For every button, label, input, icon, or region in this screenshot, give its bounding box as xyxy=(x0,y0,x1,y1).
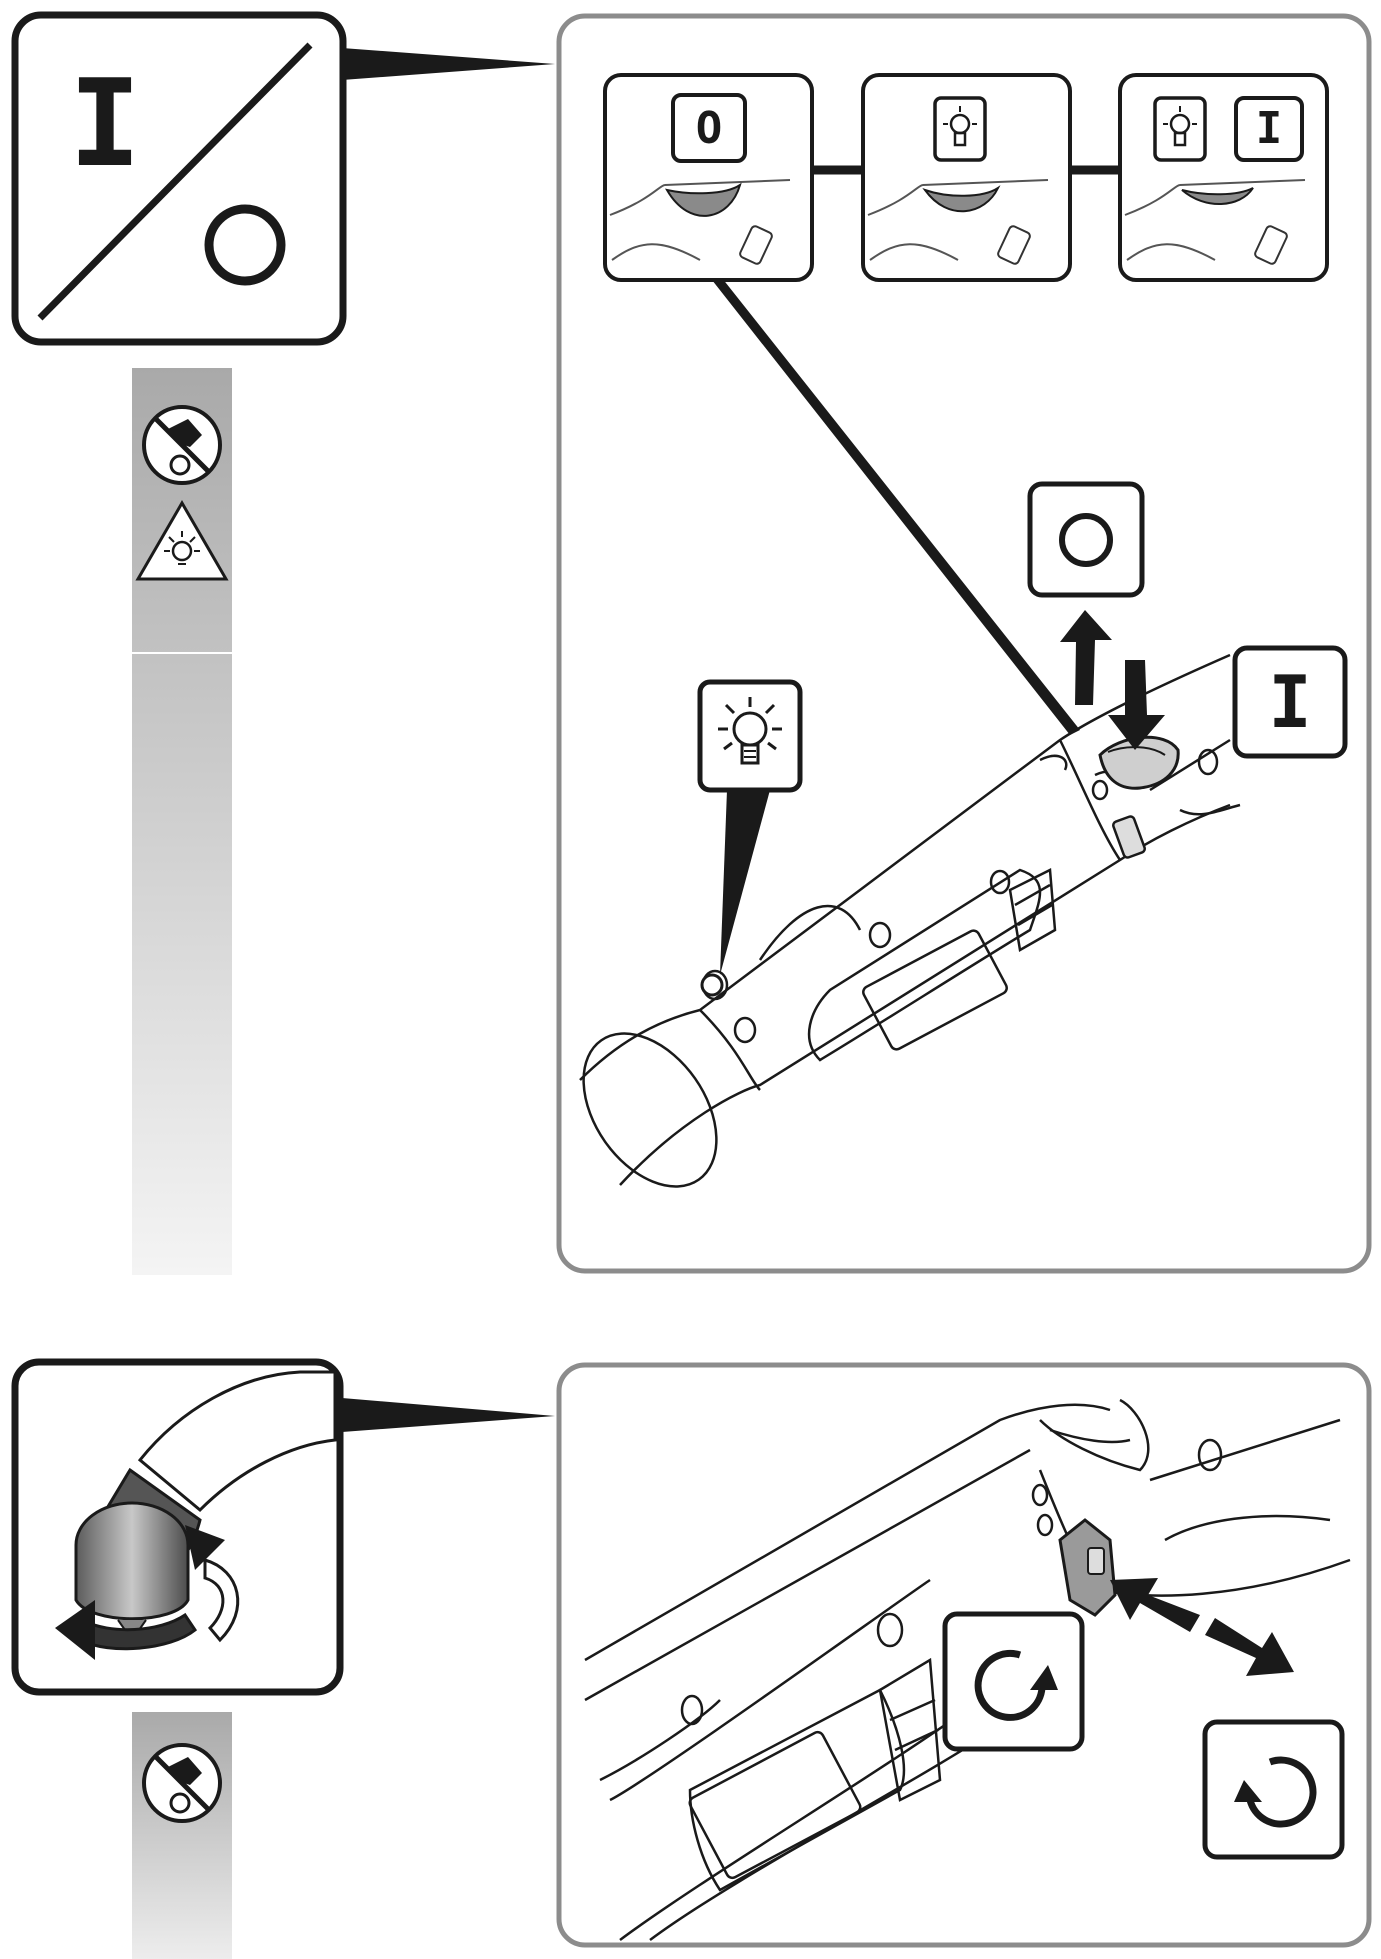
arrow-up-off xyxy=(1060,610,1112,705)
counterclockwise-callout-box xyxy=(1202,1719,1345,1860)
step-on-label: I xyxy=(1256,103,1283,154)
rotate-counterclockwise-icon xyxy=(1234,1756,1317,1828)
rotation-direction-icon xyxy=(55,1370,337,1660)
on-off-key-box: I xyxy=(11,11,347,346)
light-warning-triangle-icon xyxy=(135,500,229,581)
led-pointer xyxy=(720,790,770,975)
bulb-icon xyxy=(1153,96,1207,162)
on-callout-label: I xyxy=(1268,660,1311,744)
callout-wedge-2 xyxy=(342,1398,555,1432)
step-off-label: O xyxy=(696,103,723,154)
tool-body-drawing xyxy=(579,653,1241,1188)
rotate-clockwise-icon xyxy=(974,1649,1058,1721)
tool-body-closeup xyxy=(584,1398,1351,1942)
switch-illustration-panel: O xyxy=(556,13,1372,1274)
arrow-pull-counterclockwise xyxy=(1205,1618,1294,1676)
rotation-illustration-panel xyxy=(556,1362,1372,1948)
sidebar-band-1 xyxy=(132,368,232,1275)
led-indicator xyxy=(700,973,724,997)
no-touch-rotating-part-icon xyxy=(142,405,222,485)
bulb-icon xyxy=(718,697,782,765)
sidebar-band-2 xyxy=(132,1712,232,1959)
clockwise-callout-box xyxy=(942,1611,1085,1752)
step-thumbnail-light xyxy=(861,73,1072,282)
zoom-pointer xyxy=(712,278,1080,735)
arrow-down-on xyxy=(1108,660,1165,750)
arrow-push-clockwise xyxy=(1110,1578,1200,1632)
bulb-icon xyxy=(933,96,987,162)
on-callout-box: I xyxy=(1232,645,1348,759)
on-symbol: I xyxy=(69,55,141,194)
off-callout-box xyxy=(1027,481,1145,598)
step-thumbnail-on: I xyxy=(1118,73,1329,282)
no-touch-rotating-part-icon xyxy=(142,1743,222,1823)
rotation-key-box xyxy=(11,1358,344,1696)
step-thumbnail-off: O xyxy=(603,73,814,282)
bulb-callout-box xyxy=(697,679,803,793)
on-off-icon xyxy=(204,204,286,286)
callout-wedge-1 xyxy=(342,48,555,80)
